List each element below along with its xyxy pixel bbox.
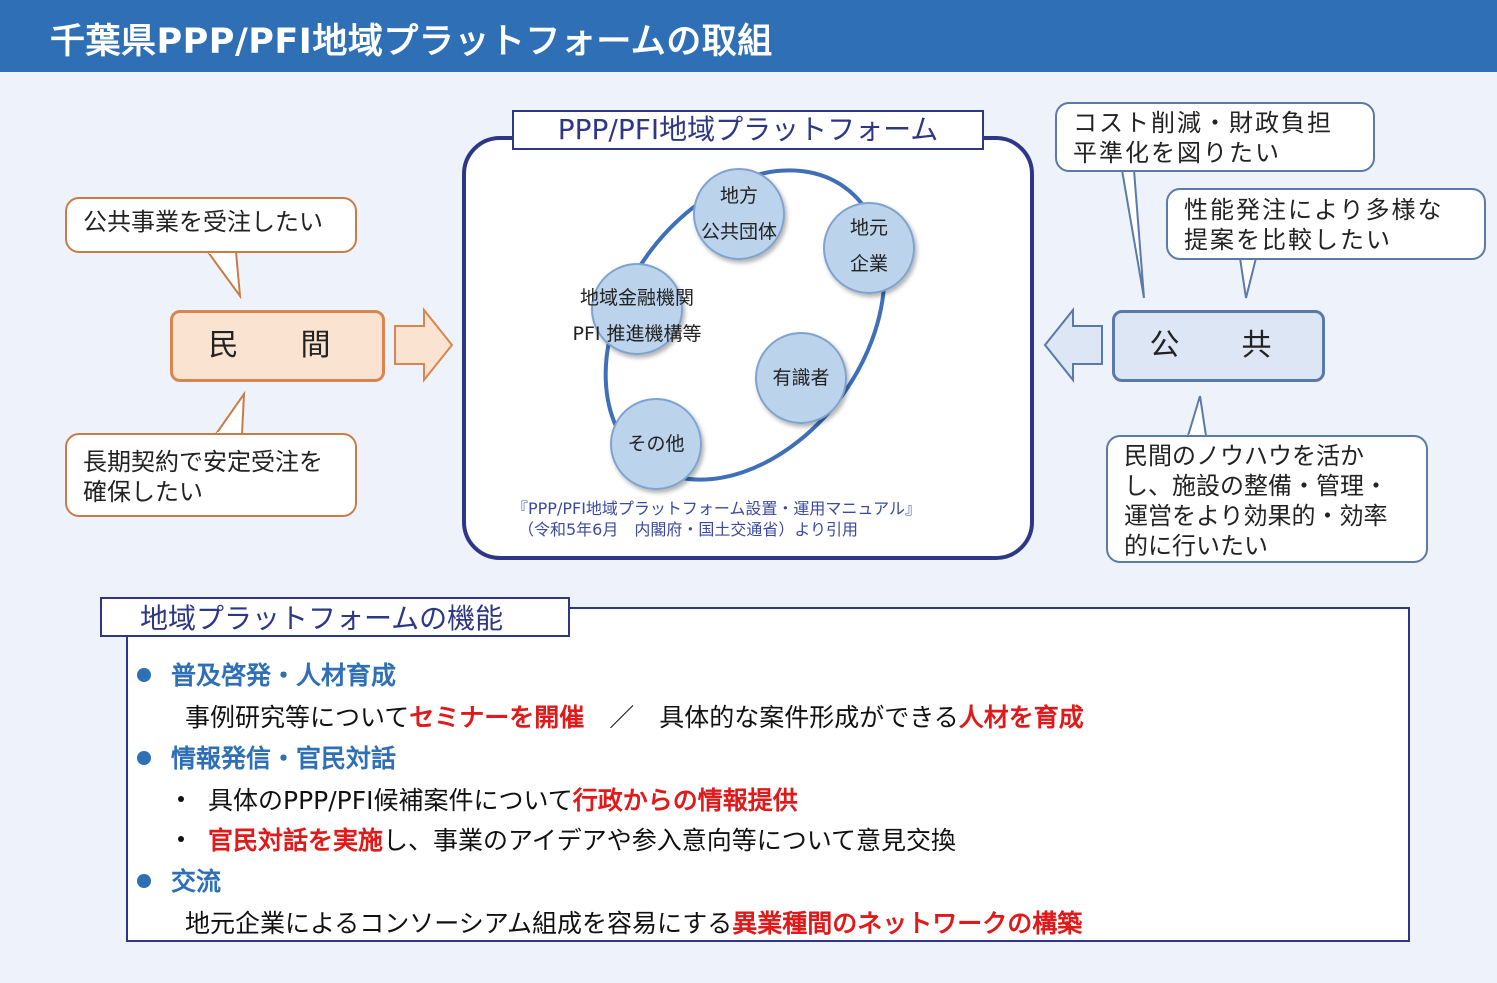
node-finance bbox=[591, 263, 683, 355]
bullet-icon bbox=[178, 796, 184, 802]
function-heading-1: 普及啓発・人材育成 bbox=[137, 656, 396, 692]
private-sector-box: 民 間 bbox=[170, 310, 385, 382]
arrow-left-icon bbox=[1043, 307, 1103, 383]
bullet-icon bbox=[137, 874, 151, 888]
functions-title: 地域プラットフォームの機能 bbox=[100, 597, 570, 637]
public-need-bubble: 民間のノウハウを活かし、施設の整備・管理・運営をより効果的・効率的に行いたい bbox=[1106, 435, 1428, 563]
function-detail-2b: 官民対話を実施し、事業のアイデアや参入意向等について意見交換 bbox=[178, 821, 956, 857]
page-title: 千葉県PPP/PFI地域プラットフォームの取組 bbox=[0, 0, 1497, 72]
node-local-gov-label: 地方 公共団体 bbox=[700, 185, 777, 243]
functions-box bbox=[126, 607, 1410, 942]
node-others-label: その他 bbox=[627, 433, 685, 455]
node-others bbox=[610, 398, 702, 490]
public-need-1: コスト削減・財政負担平準化を図りたい bbox=[1073, 109, 1333, 167]
platform-title: PPP/PFI地域プラットフォーム bbox=[512, 110, 984, 150]
citation: 『PPP/PFI地域プラットフォーム設置・運用マニュアル』 （令和5年6月 内閣… bbox=[512, 499, 921, 539]
public-need-3: 民間のノウハウを活かし、施設の整備・管理・運営をより効果的・効率的に行いたい bbox=[1124, 442, 1388, 560]
private-need-2: 長期契約で安定受注を確保したい bbox=[83, 448, 323, 506]
public-need-2: 性能発注により多様な提案を比較したい bbox=[1184, 196, 1444, 254]
public-need-bubble: 性能発注により多様な提案を比較したい bbox=[1166, 188, 1486, 260]
private-need-bubble: 長期契約で安定受注を確保したい bbox=[65, 433, 357, 517]
function-heading-2: 情報発信・官民対話 bbox=[137, 739, 396, 775]
node-local-gov bbox=[693, 168, 785, 260]
node-local-company bbox=[823, 202, 915, 294]
arrow-right-icon bbox=[394, 307, 454, 383]
function-detail-2a: 具体のPPP/PFI候補案件について行政からの情報提供 bbox=[178, 781, 798, 817]
node-experts-label: 有識者 bbox=[772, 367, 830, 389]
private-need-bubble: 公共事業を受注したい bbox=[65, 197, 357, 253]
node-finance-label: 地域金融機関 PFI 推進機構等 bbox=[572, 287, 702, 345]
node-experts bbox=[755, 332, 847, 424]
private-need-1: 公共事業を受注したい bbox=[83, 208, 323, 236]
bullet-icon bbox=[178, 836, 184, 842]
function-heading-3: 交流 bbox=[137, 862, 221, 898]
node-local-company-label: 地元 企業 bbox=[849, 217, 888, 275]
public-need-bubble: コスト削減・財政負担平準化を図りたい bbox=[1055, 102, 1375, 172]
bullet-icon bbox=[137, 751, 151, 765]
function-detail-3: 地元企業によるコンソーシアム組成を容易にする異業種間のネットワークの構築 bbox=[185, 909, 1083, 938]
function-detail-1: 事例研究等についてセミナーを開催 ／ 具体的な案件形成ができる人材を育成 bbox=[185, 703, 1084, 732]
public-sector-box: 公 共 bbox=[1112, 310, 1325, 382]
bullet-icon bbox=[137, 668, 151, 682]
